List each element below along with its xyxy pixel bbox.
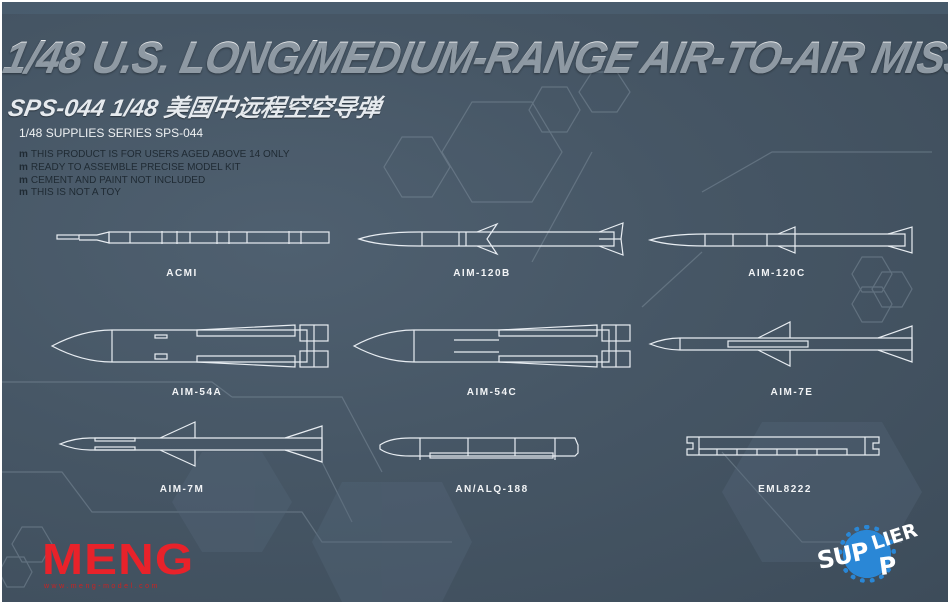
item-label: AIM-7E bbox=[770, 387, 814, 398]
product-title: 1/48 U.S. LONG/MEDIUM-RANGE AIR-TO-AIR M… bbox=[2, 32, 948, 82]
meng-url: www.meng-model.com bbox=[44, 583, 160, 590]
item-label: AN/ALQ-188 bbox=[455, 484, 529, 495]
item-label: AIM-120C bbox=[748, 268, 806, 279]
meng-logo: MENG bbox=[42, 535, 195, 584]
aim-54c-drawing bbox=[352, 324, 631, 368]
aim-120c-drawing bbox=[647, 226, 913, 254]
aim-54a-drawing bbox=[50, 324, 329, 368]
item-label: ACMI bbox=[166, 268, 198, 279]
an-alq-188-pod-drawing bbox=[379, 437, 579, 460]
aim-7m-drawing bbox=[58, 421, 323, 467]
series-line: 1/48 SUPPLIES SERIES SPS-044 bbox=[19, 126, 204, 140]
top-band bbox=[2, 2, 948, 14]
item-label: AIM-120B bbox=[453, 268, 511, 279]
aim-7e-drawing bbox=[648, 321, 913, 367]
product-subtitle: SPS-044 1/48 美国中远程空空导弹 bbox=[6, 95, 383, 122]
eml8222-launcher-drawing bbox=[686, 436, 880, 456]
meng-bullet-icon: m bbox=[19, 187, 28, 199]
aim-120b-drawing bbox=[357, 222, 624, 256]
item-label: EML8222 bbox=[758, 484, 812, 495]
item-label: AIM-54A bbox=[171, 387, 223, 398]
item-label: AIM-54C bbox=[466, 387, 518, 398]
item-label: AIM-7M bbox=[159, 484, 205, 495]
supplier-series-badge: SUP LIER P bbox=[815, 519, 927, 594]
acmi-pod-drawing bbox=[56, 231, 330, 244]
supplier-text-p: P bbox=[877, 550, 899, 582]
meng-bullet-icon: m bbox=[19, 161, 28, 173]
meng-bullet-icon: m bbox=[19, 174, 28, 186]
meng-bullet-icon: m bbox=[19, 149, 28, 160]
gear-icon bbox=[838, 525, 896, 583]
